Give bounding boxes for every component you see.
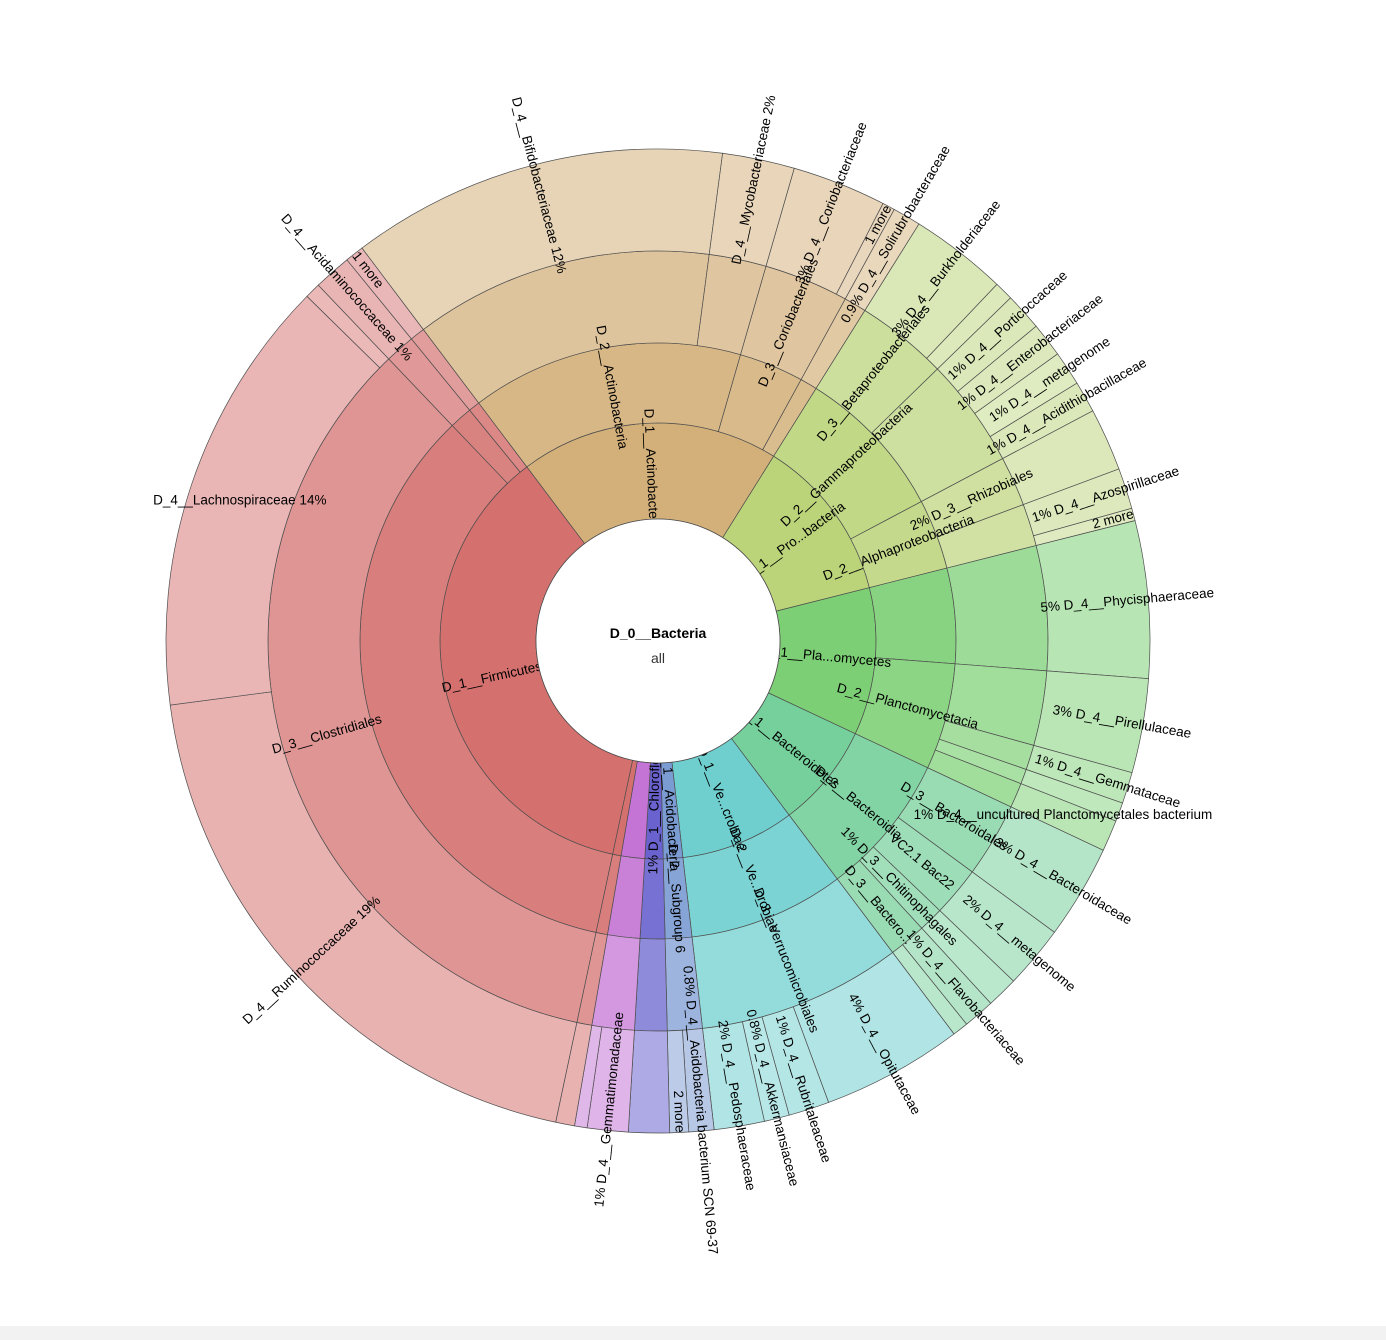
segment-minor-family[interactable] (555, 1022, 593, 1127)
label-2-more: 2 more (671, 1090, 688, 1133)
page-footer-bar (0, 1326, 1386, 1340)
center-title: D_0__Bacteria (610, 625, 707, 641)
center-subtitle: all (651, 650, 665, 666)
label-d-1-actinobacteria: D_1__Actinobacteria (641, 408, 661, 534)
segment-chloroflexi-family[interactable] (627, 1029, 671, 1134)
center-node[interactable] (535, 518, 781, 764)
label-d-1-chloroflexi: 1% D_1__Chloroflexi (645, 747, 662, 874)
label-d-4-lachnospiraceae: D_4__Lachnospiraceae 14% (153, 493, 326, 508)
segment-d-3-phycisphaerales[interactable] (946, 545, 1049, 672)
label-d-4-uncultured-planctomycetales-bacterium: 1% D_4__uncultured Planctomycetales bact… (914, 807, 1213, 822)
